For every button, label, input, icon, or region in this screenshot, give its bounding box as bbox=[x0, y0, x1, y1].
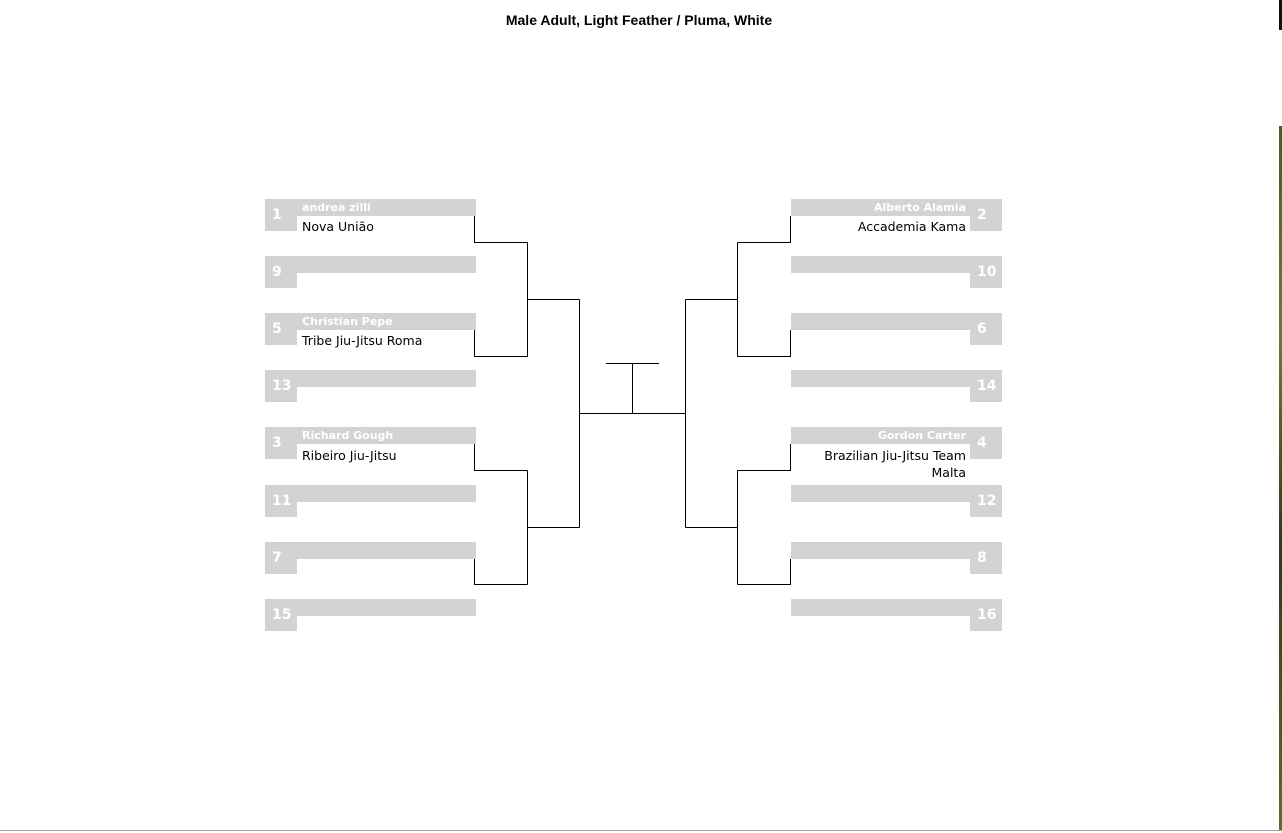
seed-number: 5 bbox=[265, 313, 297, 345]
seed-number: 10 bbox=[970, 256, 1002, 288]
bracket-connector bbox=[737, 216, 791, 243]
seed-number: 15 bbox=[265, 599, 297, 631]
seed-number: 8 bbox=[970, 542, 1002, 574]
bracket-connector bbox=[474, 216, 528, 243]
slot-name-bar bbox=[265, 599, 476, 616]
seed-number: 14 bbox=[970, 370, 1002, 402]
slot-name-bar bbox=[265, 199, 476, 216]
bracket-title: Male Adult, Light Feather / Pluma, White bbox=[505, 12, 773, 28]
slot-name-bar bbox=[265, 313, 476, 330]
seed-number: 6 bbox=[970, 313, 1002, 345]
slot-name-bar bbox=[791, 370, 1002, 387]
bracket-connector bbox=[474, 330, 528, 357]
competitor-team: Nova União bbox=[302, 219, 374, 234]
bracket-connector bbox=[737, 330, 791, 357]
slot-name-bar bbox=[791, 313, 1002, 330]
competitor-team: Accademia Kama bbox=[857, 219, 966, 234]
slot-name-bar bbox=[265, 485, 476, 502]
seed-number: 16 bbox=[970, 599, 1002, 631]
bracket-connector bbox=[737, 444, 791, 471]
bracket-connector bbox=[737, 559, 791, 585]
competitor-name[interactable]: Christian Pepe bbox=[302, 315, 393, 328]
window-bottom-border bbox=[0, 830, 1282, 831]
seed-number: 7 bbox=[265, 542, 297, 574]
competitor-team: Ribeiro Jiu-Jitsu bbox=[302, 448, 397, 463]
bracket-connector bbox=[474, 444, 528, 471]
slot-name-bar bbox=[265, 256, 476, 273]
competitor-name[interactable]: Alberto Alamia bbox=[873, 201, 966, 214]
slot-name-bar bbox=[265, 370, 476, 387]
slot-name-bar bbox=[791, 199, 1002, 216]
slot-name-bar bbox=[265, 427, 476, 444]
seed-number: 9 bbox=[265, 256, 297, 288]
competitor-team: Brazilian Jiu-Jitsu Team Malta bbox=[824, 448, 966, 480]
seed-number: 3 bbox=[265, 427, 297, 459]
seed-number: 4 bbox=[970, 427, 1002, 459]
seed-number: 12 bbox=[970, 485, 1002, 517]
competitor-name[interactable]: andrea zilli bbox=[302, 201, 371, 214]
window-edge bbox=[1279, 0, 1282, 30]
seed-number: 2 bbox=[970, 199, 1002, 231]
seed-number: 1 bbox=[265, 199, 297, 231]
slot-name-bar bbox=[791, 427, 1002, 444]
bracket-connector bbox=[474, 559, 528, 585]
competitor-name[interactable]: Richard Gough bbox=[302, 429, 394, 442]
slot-name-bar bbox=[265, 542, 476, 559]
window-edge-background bbox=[1279, 126, 1282, 830]
seed-number: 11 bbox=[265, 485, 297, 517]
slot-name-bar bbox=[791, 599, 1002, 616]
slot-name-bar bbox=[791, 542, 1002, 559]
slot-name-bar bbox=[791, 485, 1002, 502]
seed-number: 13 bbox=[265, 370, 297, 402]
competitor-name[interactable]: Gordon Carter bbox=[877, 429, 966, 442]
competitor-team: Tribe Jiu-Jitsu Roma bbox=[302, 333, 423, 348]
slot-name-bar bbox=[791, 256, 1002, 273]
